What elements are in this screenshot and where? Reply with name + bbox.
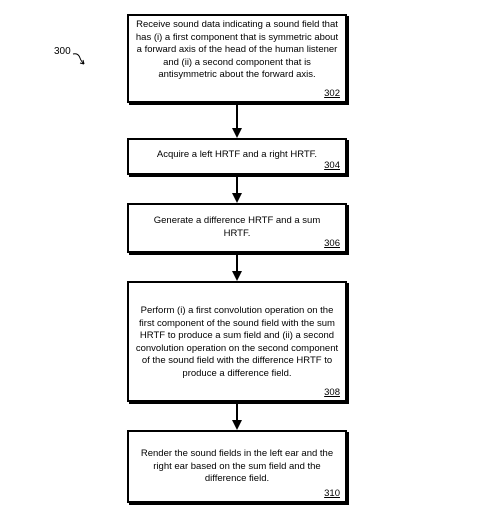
step-302-box: Receive sound data indicating a sound fi… [127, 14, 347, 103]
step-308-ref: 308 [324, 387, 340, 398]
step-310-box: Render the sound fields in the left ear … [127, 430, 347, 503]
step-302-ref: 302 [324, 88, 340, 99]
step-306-text: Generate a difference HRTF and a sum HRT… [153, 215, 321, 239]
step-310-ref: 310 [324, 488, 340, 499]
step-310-text: Render the sound fields in the left ear … [140, 448, 334, 484]
figure-label: 300 [54, 46, 71, 57]
figure-pointer-arrow [72, 53, 85, 65]
step-308-text: Perform (i) a first convolution operatio… [135, 305, 339, 379]
step-304-ref: 304 [324, 160, 340, 171]
arrow-304-to-306 [232, 175, 242, 203]
step-308-box: Perform (i) a first convolution operatio… [127, 281, 347, 402]
arrow-306-to-308 [232, 253, 242, 281]
step-304-text: Acquire a left HRTF and a right HRTF. [156, 149, 318, 160]
step-306-box: Generate a difference HRTF and a sum HRT… [127, 203, 347, 253]
step-306-ref: 306 [324, 238, 340, 249]
arrow-302-to-304 [232, 103, 242, 138]
arrow-308-to-310 [232, 402, 242, 430]
step-302-text: Receive sound data indicating a sound fi… [135, 19, 339, 80]
step-304-box: Acquire a left HRTF and a right HRTF. 30… [127, 138, 347, 175]
